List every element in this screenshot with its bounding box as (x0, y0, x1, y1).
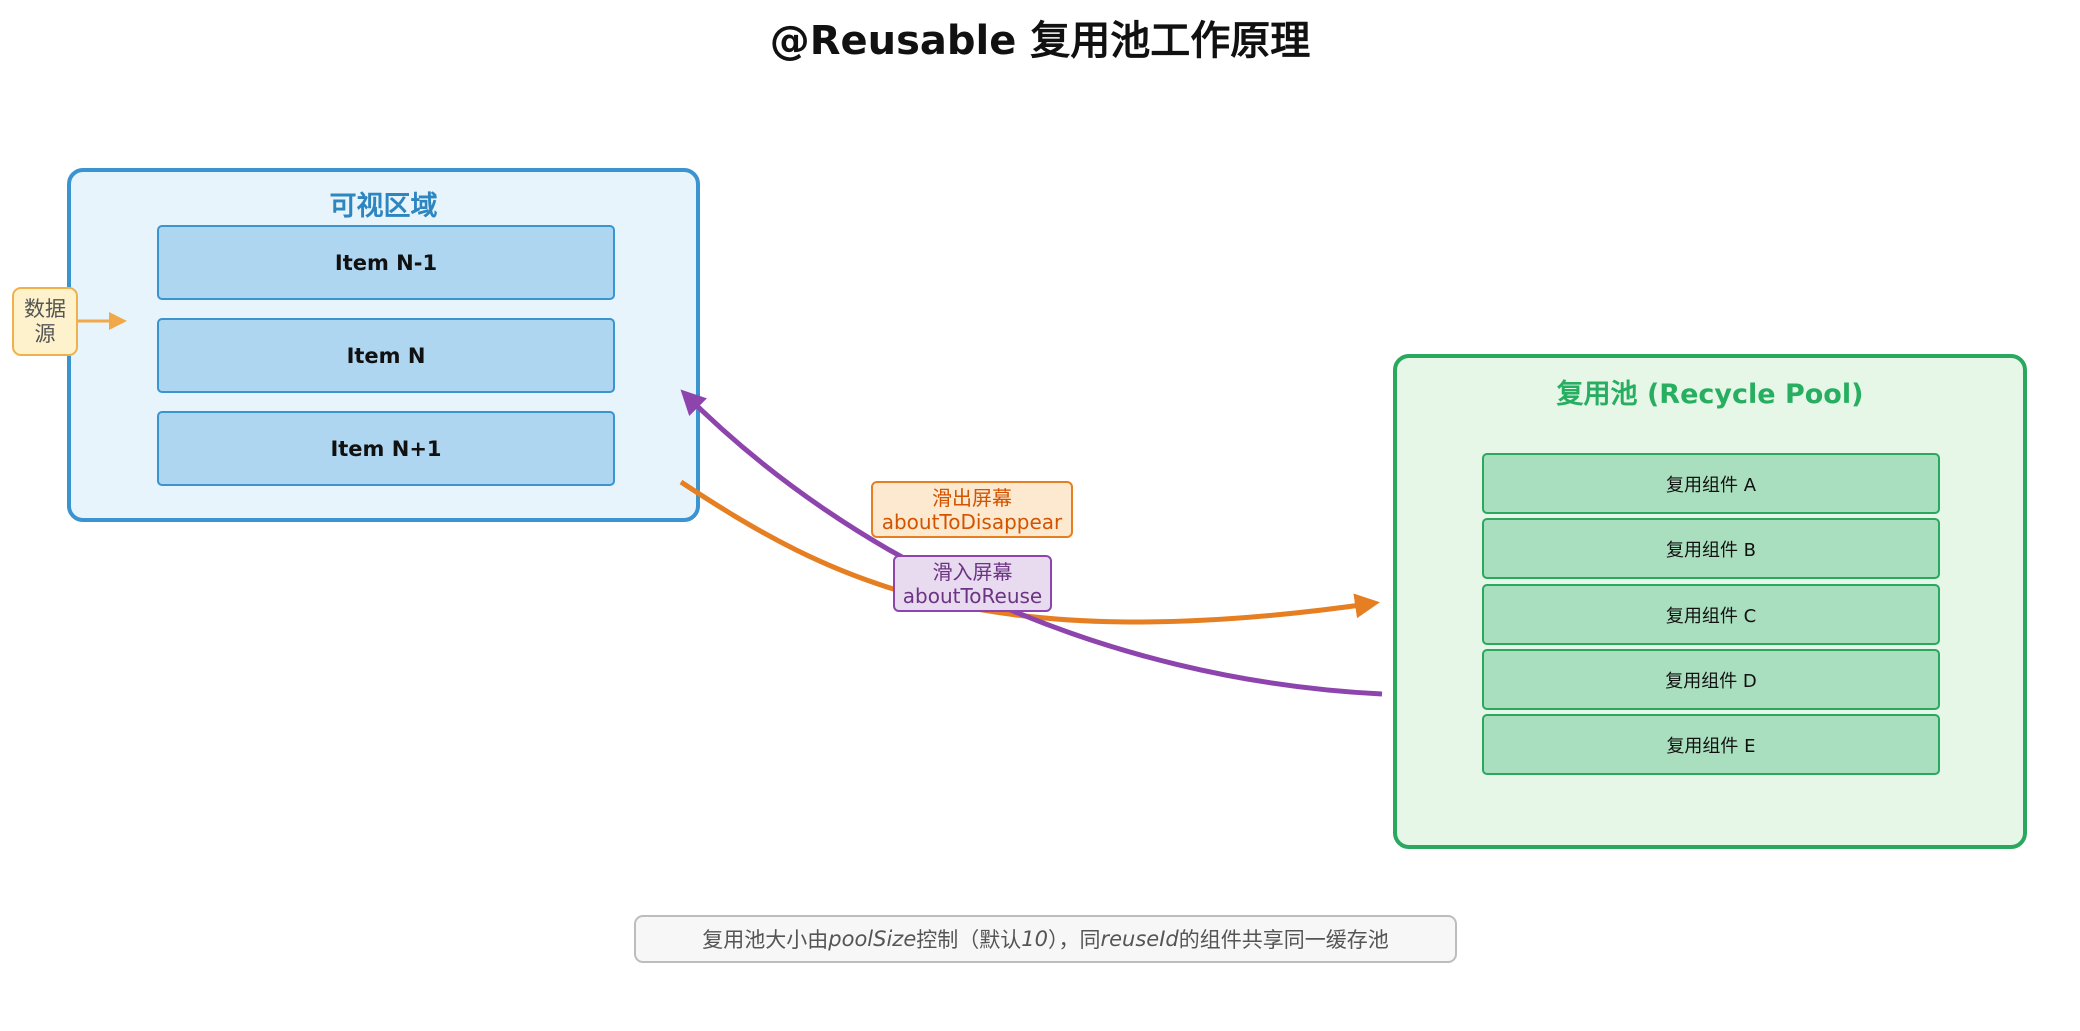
reuse-label: 滑入屏幕 aboutToReuse (893, 555, 1052, 612)
disappear-label: 滑出屏幕 aboutToDisappear (871, 481, 1073, 538)
item-n-plus-1: Item N+1 (157, 411, 615, 486)
item-n: Item N (157, 318, 615, 393)
note-part4: 的组件共享同一缓存池 (1178, 928, 1389, 952)
reuse-component-d: 复用组件 D (1482, 649, 1940, 710)
disappear-label-line1: 滑出屏幕 (932, 485, 1012, 510)
reuse-component-e: 复用组件 E (1482, 714, 1940, 775)
note-part1: 复用池大小由 (702, 928, 829, 952)
note-default-value: 10 (1021, 927, 1048, 951)
reuse-component-b: 复用组件 B (1482, 518, 1940, 579)
note-pool-size-key: poolSize (828, 927, 917, 951)
diagram-title: @Reusable 复用池工作原理 (769, 18, 1311, 64)
data-source-line1: 数据 (24, 297, 66, 322)
visible-area-title: 可视区域 (329, 191, 438, 222)
visible-area-panel: 可视区域 Item N-1 Item N Item N+1 (67, 168, 700, 522)
data-source-box: 数据 源 (12, 287, 78, 356)
data-source-line2: 源 (34, 321, 56, 346)
reuse-component-c: 复用组件 C (1482, 584, 1940, 645)
recycle-pool-panel: 复用池 (Recycle Pool) 复用组件 A 复用组件 B 复用组件 C … (1393, 354, 2027, 849)
pool-size-note: 复用池大小由 poolSize 控制（默认 10），同 reuseId 的组件共… (634, 915, 1457, 963)
recycle-pool-title: 复用池 (Recycle Pool) (1556, 379, 1864, 410)
note-part2: 控制（默认 (916, 928, 1022, 952)
note-reuse-id-key: reuseId (1100, 927, 1179, 951)
reuse-label-line2: aboutToReuse (902, 583, 1043, 608)
reuse-label-line1: 滑入屏幕 (932, 559, 1013, 584)
note-part3: ），同 (1047, 928, 1101, 952)
reuse-component-a: 复用组件 A (1482, 453, 1940, 514)
item-n-minus-1: Item N-1 (157, 225, 615, 300)
disappear-label-line2: aboutToDisappear (881, 509, 1063, 534)
